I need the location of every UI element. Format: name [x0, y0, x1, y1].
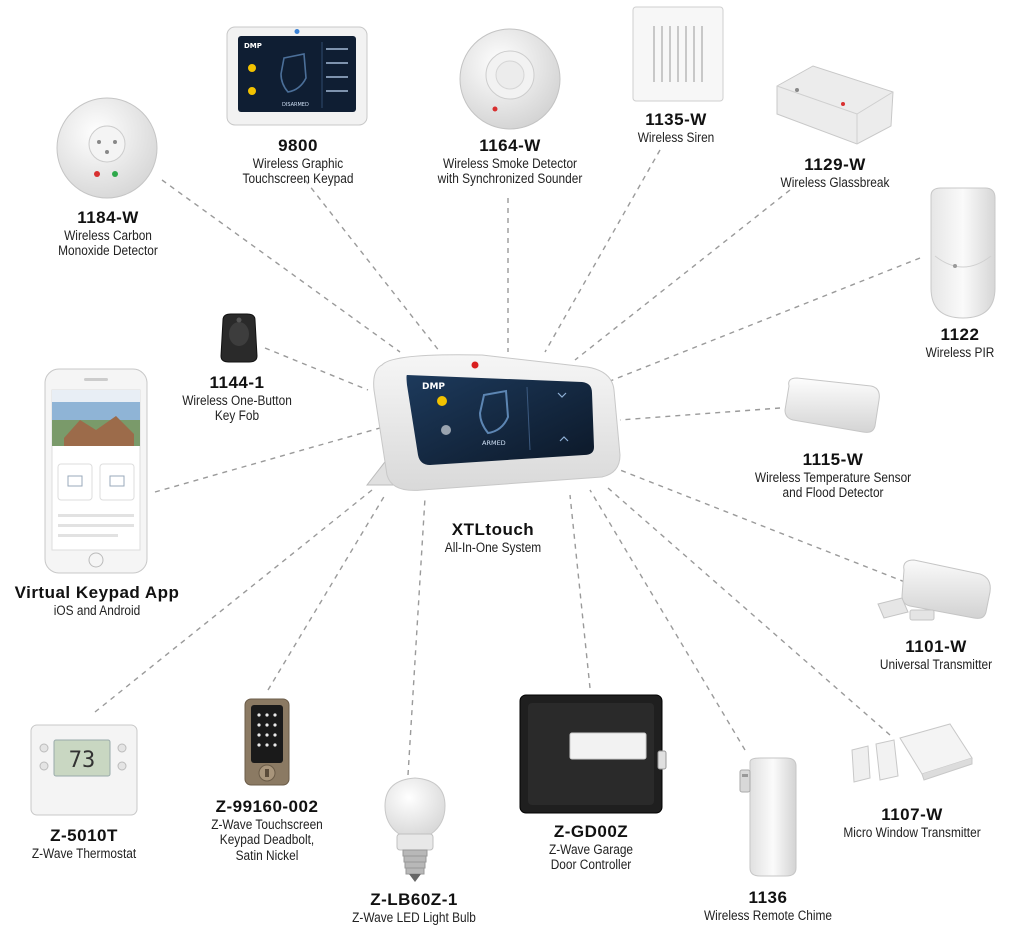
hub-screen-status: ARMED — [482, 439, 506, 447]
device-desc: Wireless Carbon — [64, 227, 152, 243]
device-code: 1144-1 — [209, 373, 265, 392]
key-fob-image — [220, 313, 258, 363]
connector-1122 — [599, 257, 921, 386]
xtltouch-label: XTLtouch All-In-One System — [438, 520, 548, 555]
device-desc: Wireless Glassbreak — [780, 174, 890, 190]
connector-zgd00z — [569, 494, 591, 689]
connector-1107w — [607, 487, 891, 736]
device-code: Z-LB60Z-1 — [370, 890, 458, 909]
touchscreen-keypad-image: DMP DISARMED — [226, 26, 368, 126]
thermostat-display-value: 73 — [69, 748, 96, 773]
connector-9800 — [304, 179, 441, 353]
device-code: 1122 — [940, 325, 980, 344]
connector-1115w — [619, 407, 781, 421]
siren-image — [632, 6, 724, 102]
remote-chime-image — [739, 757, 797, 877]
label-vkapp: Virtual Keypad App iOS and Android — [15, 583, 180, 618]
label-1101w: 1101-W Universal Transmitter — [872, 637, 1000, 672]
device-code: 1107-W — [881, 805, 943, 824]
connector-zlb60 — [407, 497, 426, 776]
device-desc: and Flood Detector — [782, 485, 884, 501]
label-z5010t: Z-5010T Z-Wave Thermostat — [25, 826, 144, 861]
device-code: Virtual Keypad App — [14, 583, 180, 602]
device-desc: Wireless PIR — [925, 344, 995, 360]
label-1136: 1136 Wireless Remote Chime — [695, 888, 841, 923]
device-desc: with Synchronized Sounder — [437, 171, 583, 187]
garage-door-controller-image — [519, 694, 667, 814]
device-desc: All-In-One System — [444, 539, 542, 555]
device-code: Z-5010T — [50, 826, 118, 845]
connector-1136 — [589, 489, 746, 751]
device-code: 1135-W — [645, 110, 707, 129]
device-code: Z-GD00Z — [553, 822, 629, 841]
label-1129w: 1129-W Wireless Glassbreak — [773, 155, 897, 190]
device-desc: Z-Wave Touchscreen — [211, 816, 323, 832]
device-desc: Door Controller — [550, 857, 632, 873]
led-light-bulb-image — [384, 777, 446, 882]
device-code: 9800 — [278, 136, 318, 155]
device-desc: Z-Wave Thermostat — [31, 845, 137, 861]
device-desc: Wireless One-Button — [182, 392, 292, 408]
label-1144: 1144-1 Wireless One-Button Key Fob — [175, 373, 300, 424]
device-code: 1129-W — [804, 155, 866, 174]
smoke-detector-image — [459, 28, 561, 130]
device-code: 1164-W — [479, 136, 541, 155]
device-desc: Wireless Temperature Sensor — [754, 469, 912, 485]
connector-1144 — [264, 347, 369, 391]
connector-1135w — [544, 149, 661, 353]
pir-motion-image — [930, 187, 996, 319]
device-code: 1184-W — [77, 208, 139, 227]
device-desc: Wireless Siren — [637, 129, 715, 145]
device-code: XTLtouch — [451, 520, 535, 539]
device-desc: Micro Window Transmitter — [843, 824, 981, 840]
label-1122: 1122 Wireless PIR — [921, 325, 999, 360]
thermostat-image: 73 — [30, 724, 138, 816]
universal-transmitter-image — [877, 559, 991, 621]
device-desc: Universal Transmitter — [879, 656, 993, 672]
deadbolt-keypad-image — [244, 698, 290, 786]
device-desc: Z-Wave LED Light Bulb — [352, 909, 476, 925]
device-code: 1115-W — [802, 450, 864, 469]
device-desc: Keypad Deadbolt, — [219, 832, 315, 848]
label-zlb60: Z-LB60Z-1 Z-Wave LED Light Bulb — [344, 890, 485, 925]
connector-1184w — [161, 179, 401, 353]
keypad-screen-status: DISARMED — [282, 102, 309, 108]
device-desc: Satin Nickel — [235, 847, 299, 863]
hub-screen-brand: DMP — [422, 382, 445, 392]
device-desc: Monoxide Detector — [58, 243, 158, 259]
label-1107w: 1107-W Micro Window Transmitter — [834, 805, 990, 840]
label-9800: 9800 Wireless Graphic Touchscreen Keypad — [235, 136, 361, 187]
xtltouch-device-image: DMP ARMED — [365, 354, 621, 491]
device-desc: Key Fob — [214, 408, 260, 424]
device-desc: Wireless Remote Chime — [703, 907, 833, 923]
device-code: 1101-W — [905, 637, 967, 656]
device-desc: Wireless Smoke Detector — [442, 155, 578, 171]
connector-vkapp — [154, 427, 381, 493]
connector-1129w — [574, 189, 791, 361]
micro-window-transmitter-image — [851, 723, 973, 783]
label-zgd00z: Z-GD00Z Z-Wave Garage Door Controller — [543, 822, 639, 873]
label-1135w: 1135-W Wireless Siren — [632, 110, 719, 145]
label-1115w: 1115-W Wireless Temperature Sensor and F… — [744, 450, 922, 501]
label-1164w: 1164-W Wireless Smoke Detector with Sync… — [428, 136, 592, 187]
label-1184w: 1184-W Wireless Carbon Monoxide Detector — [51, 208, 164, 259]
device-code: Z-99160-002 — [215, 797, 319, 816]
connector-z99160 — [267, 494, 386, 691]
connector-1101w — [619, 469, 906, 583]
keypad-screen-brand: DMP — [244, 42, 262, 50]
device-desc: Touchscreen Keypad — [242, 171, 354, 187]
co-detector-image — [56, 97, 158, 199]
device-code: 1136 — [748, 888, 788, 907]
label-z99160: Z-99160-002 Z-Wave Touchscreen Keypad De… — [204, 797, 331, 863]
device-desc: Z-Wave Garage — [548, 841, 634, 857]
glassbreak-image — [776, 65, 894, 145]
temperature-flood-sensor-image — [784, 377, 880, 433]
device-desc: iOS and Android — [53, 602, 141, 618]
device-desc: Wireless Graphic — [252, 155, 344, 171]
smartphone-app-image — [44, 368, 148, 574]
